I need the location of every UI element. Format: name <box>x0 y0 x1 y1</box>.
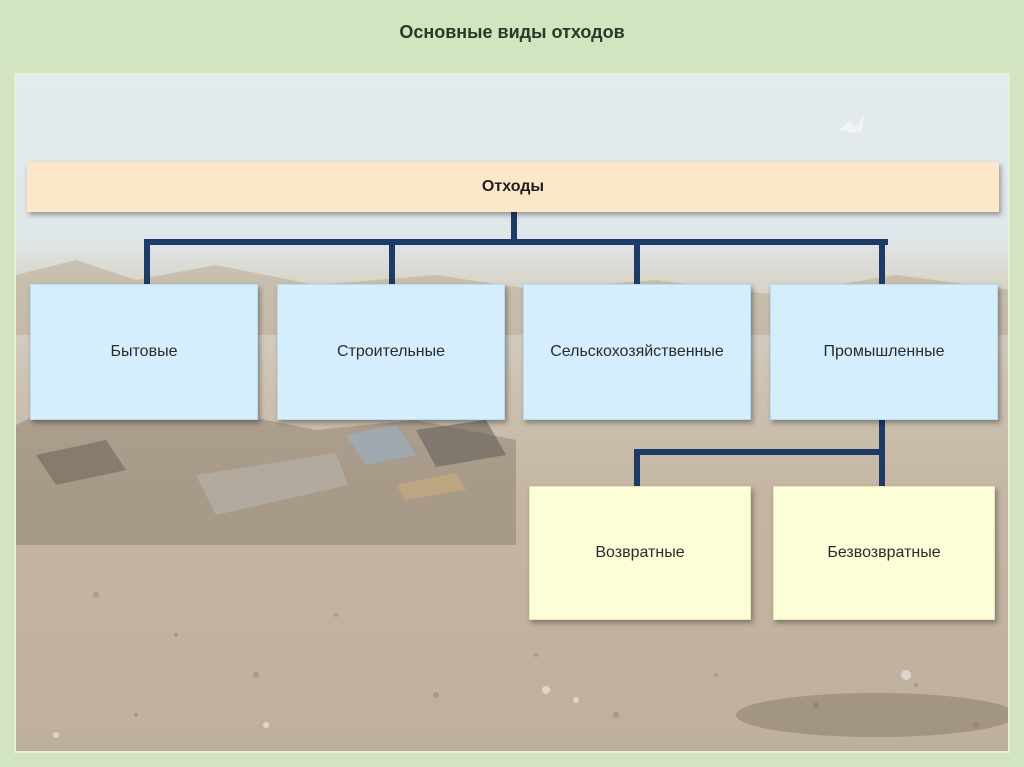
connector-drop-2 <box>389 239 395 284</box>
connector-sub-drop-1 <box>634 449 640 486</box>
connector-drop-3 <box>634 239 640 284</box>
connector-horizontal-bar <box>144 239 888 245</box>
slide-title: Основные виды отходов <box>399 22 625 42</box>
node-returnable: Возвратные <box>529 486 751 620</box>
node-non-returnable: Безвозвратные <box>773 486 995 620</box>
connector-root-stem <box>511 210 517 244</box>
connector-sub-bar <box>634 449 885 455</box>
node-construction: Строительные <box>277 284 505 420</box>
node-household: Бытовые <box>30 284 258 420</box>
connector-drop-1 <box>144 239 150 284</box>
connector-drop-4 <box>879 239 885 284</box>
node-agricultural: Сельскохозяйственные <box>523 284 751 420</box>
node-waste-root: Отходы <box>27 162 999 212</box>
seagull-icon <box>838 115 864 133</box>
node-industrial: Промышленные <box>770 284 998 420</box>
